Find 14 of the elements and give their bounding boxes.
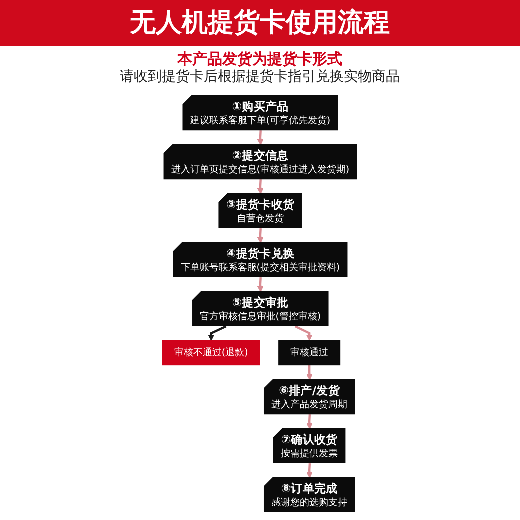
node-box: 审核不通过(退款) bbox=[162, 340, 260, 366]
arrow bbox=[258, 130, 264, 146]
arrow bbox=[208, 326, 227, 342]
subtitle: 本产品发货为提货卡形式 bbox=[178, 50, 342, 68]
arrow bbox=[295, 326, 313, 342]
arrow bbox=[306, 463, 314, 478]
node-box: 审核通过 bbox=[278, 340, 341, 366]
arrow bbox=[258, 228, 264, 244]
title: 无人机提货卡使用流程 bbox=[130, 8, 390, 38]
instruction-text: 请收到提货卡后根据提货卡指引兑换实物商品 bbox=[120, 68, 400, 86]
arrow bbox=[258, 277, 264, 292]
arrow bbox=[306, 365, 314, 380]
arrow bbox=[258, 180, 264, 194]
arrow bbox=[306, 414, 314, 430]
